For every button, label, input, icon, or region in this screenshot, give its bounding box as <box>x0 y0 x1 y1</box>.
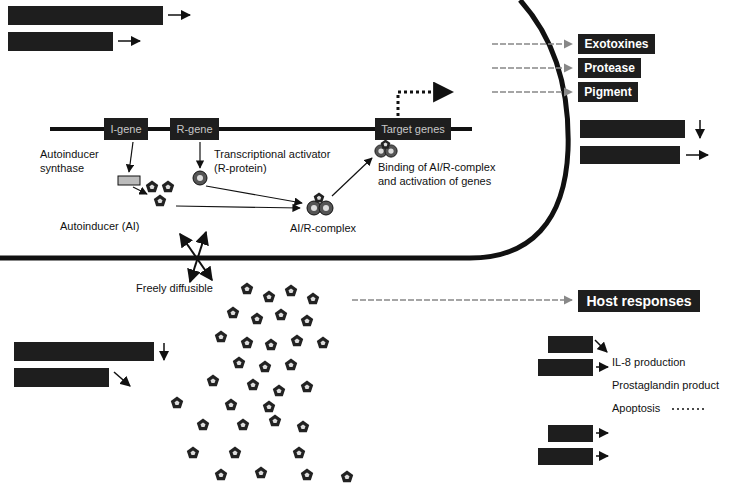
dark-box <box>538 359 593 376</box>
annotation-label: Freely diffusible <box>136 282 213 296</box>
node-text: R-gene <box>176 123 212 135</box>
product-box: Pigment <box>578 82 638 102</box>
dotted-line <box>672 408 706 410</box>
annotation-label: Apoptosis <box>612 402 660 416</box>
node-text: I-gene <box>110 123 141 135</box>
node-text: Pigment <box>584 85 631 99</box>
dark-box <box>8 32 113 51</box>
annotation-label: Autoinducer (AI) <box>60 220 139 234</box>
node-text: Target genes <box>381 123 445 135</box>
synthase-icon <box>118 176 140 185</box>
gene-box: Target genes <box>375 118 451 140</box>
gene-box: I-gene <box>104 118 148 140</box>
dark-box <box>580 146 680 164</box>
dark-box <box>8 6 163 25</box>
gene-box: R-gene <box>170 118 219 140</box>
dark-box <box>548 425 593 442</box>
product-box: Exotoxines <box>578 34 655 54</box>
dark-box <box>538 448 593 465</box>
node-text: Host responses <box>586 293 691 309</box>
annotation-label: Binding of AI/R-complex and activation o… <box>378 161 516 189</box>
product-box: Protease <box>578 58 641 78</box>
node-text: Exotoxines <box>584 37 648 51</box>
node-text: Protease <box>584 61 635 75</box>
annotation-label: Transcriptional activator (R-protein) <box>214 148 334 176</box>
dark-box <box>14 342 154 361</box>
annotation-label: Autoinducer synthase <box>40 148 116 176</box>
annotation-label: Prostaglandin product <box>612 379 719 393</box>
annotation-label: AI/R-complex <box>290 222 356 236</box>
dark-box <box>580 120 685 138</box>
dark-box <box>14 368 109 387</box>
cell-membrane <box>0 0 568 258</box>
annotation-label: IL-8 production <box>612 356 685 370</box>
response-box: Host responses <box>578 290 700 312</box>
dark-box <box>548 336 593 353</box>
